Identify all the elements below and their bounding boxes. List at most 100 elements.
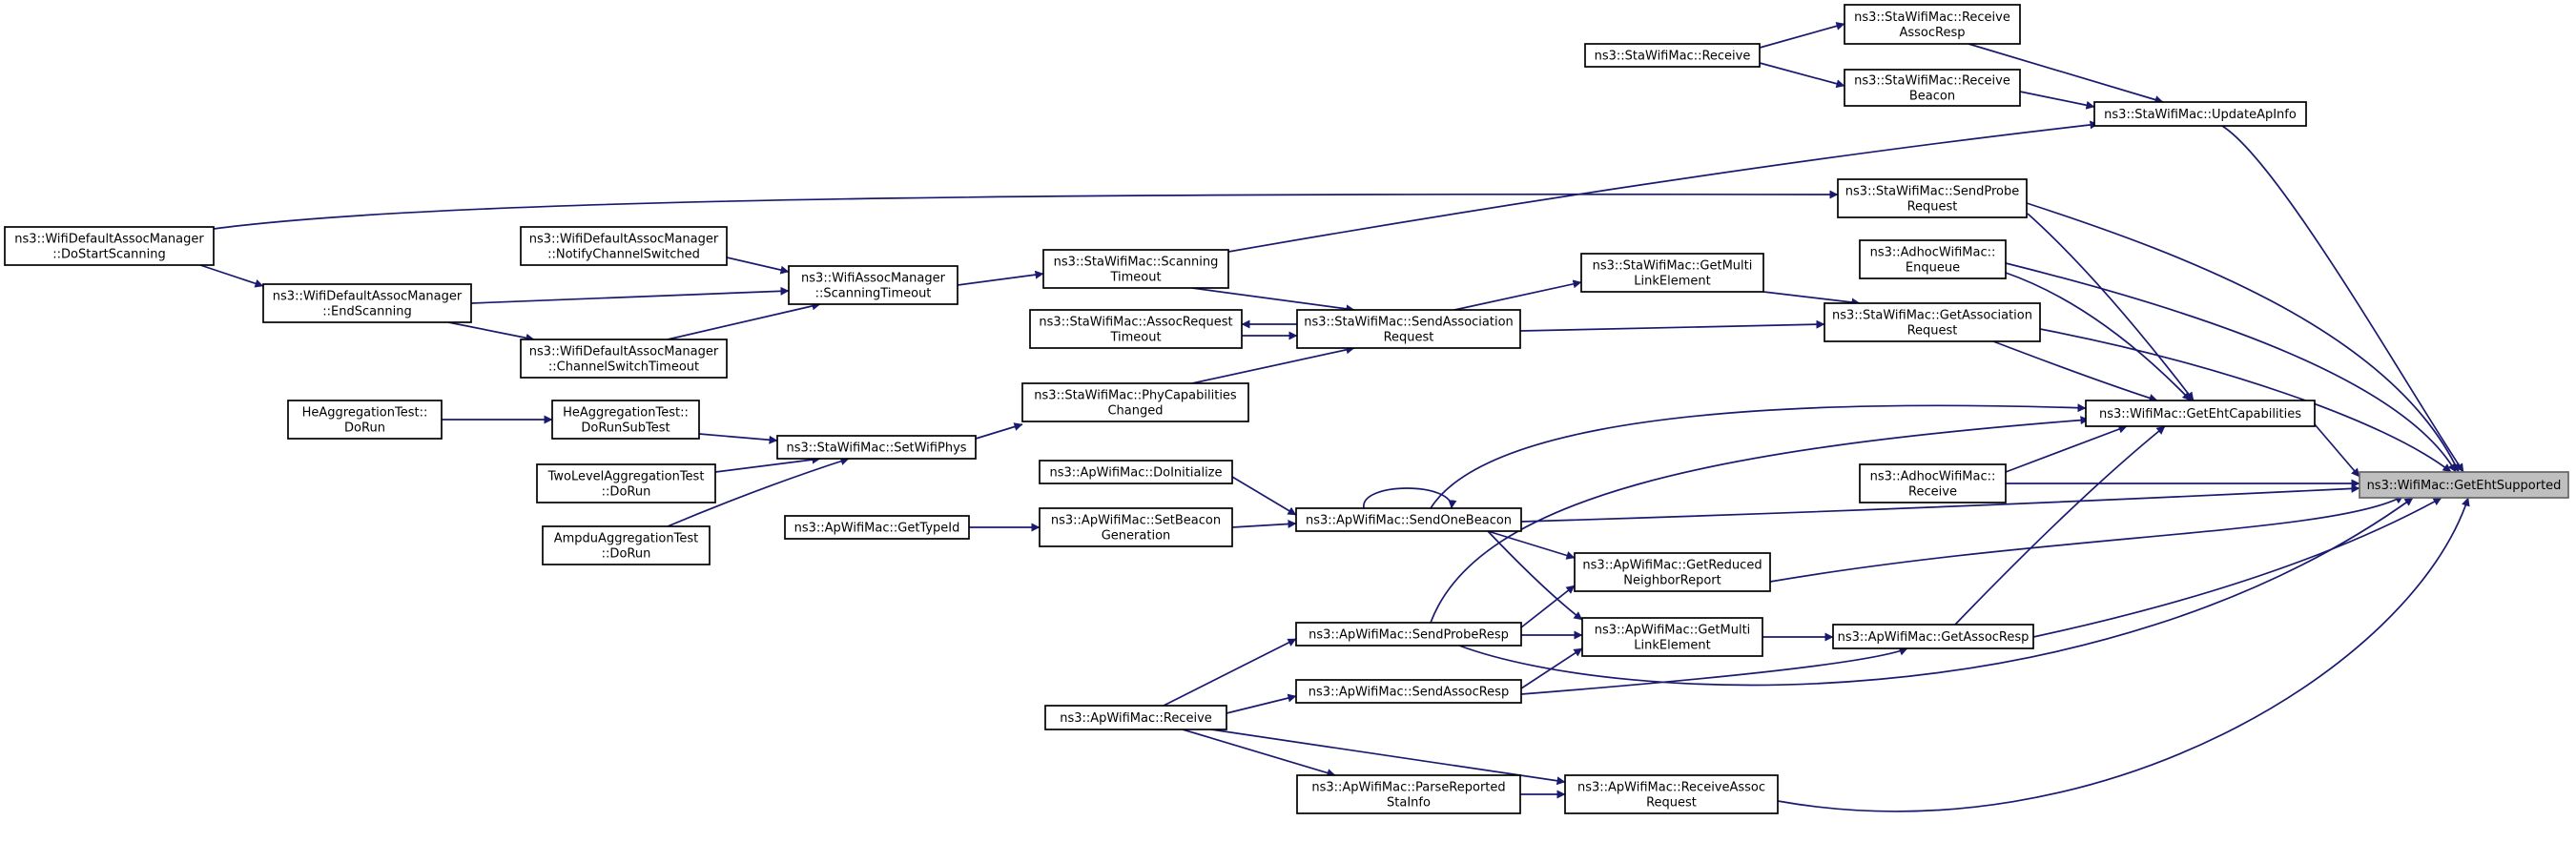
call-edge xyxy=(2027,213,2195,401)
node-ap-receive[interactable]: ns3::ApWifiMac::Receive xyxy=(1044,705,1227,730)
node-two-level-aggregation-do-run[interactable]: TwoLevelAggregationTest::DoRun xyxy=(536,463,716,503)
node-box xyxy=(2085,400,2316,427)
node-label: ns3::ApWifiMac::SendOneBeacon xyxy=(1306,514,1512,528)
node-adhoc-receive[interactable]: ns3::AdhocWifiMac::Receive xyxy=(1859,463,2007,503)
call-edge xyxy=(1191,287,1355,314)
node-label: TwoLevelAggregationTest xyxy=(547,470,705,484)
node-label: Receive xyxy=(1908,485,1957,500)
node-ampdu-aggregation-do-run[interactable]: AmpduAggregationTest::DoRun xyxy=(542,525,711,565)
node-label: ns3::ApWifiMac::ReceiveAssoc xyxy=(1577,781,1765,795)
node-label: ::ScanningTimeout xyxy=(815,287,932,301)
node-label: ns3::AdhocWifiMac:: xyxy=(1870,470,1996,484)
node-adhoc-enqueue[interactable]: ns3::AdhocWifiMac::Enqueue xyxy=(1859,239,2007,279)
node-box xyxy=(1580,253,1764,293)
node-ap-send-probe-resp[interactable]: ns3::ApWifiMac::SendProbeResp xyxy=(1295,622,1522,647)
node-box xyxy=(1044,705,1227,730)
node-sta-receive[interactable]: ns3::StaWifiMac::Receive xyxy=(1584,43,1761,68)
node-box xyxy=(4,226,215,266)
node-assoc-manager-scanning-timeout[interactable]: ns3::WifiAssocManager::ScanningTimeout xyxy=(788,265,958,305)
call-edge xyxy=(2032,497,2442,638)
call-edge xyxy=(1520,585,1576,628)
node-label: ns3::StaWifiMac::Receive xyxy=(1854,74,2010,89)
node-box xyxy=(1859,463,2007,503)
node-box xyxy=(536,463,716,503)
node-label: LinkElement xyxy=(1634,639,1710,653)
node-root[interactable]: ns3::WifiMac::GetEhtSupported xyxy=(2359,471,2569,499)
node-box xyxy=(2359,471,2569,499)
node-box xyxy=(1042,249,1229,289)
node-ap-send-assoc-resp[interactable]: ns3::ApWifiMac::SendAssocResp xyxy=(1295,679,1522,704)
node-label: DoRunSubTest xyxy=(581,421,670,436)
node-label: ::DoRun xyxy=(602,547,651,562)
node-label: ns3::ApWifiMac::GetReduced xyxy=(1582,559,1762,573)
call-edge xyxy=(1430,416,2090,624)
node-assoc-do-start-scanning[interactable]: ns3::WifiDefaultAssocManager::DoStartSca… xyxy=(4,226,215,266)
node-label: AssocResp xyxy=(1899,26,1965,40)
call-edge xyxy=(1759,62,1845,89)
node-label: ns3::ApWifiMac::GetAssocResp xyxy=(1838,630,2030,645)
node-sta-update-apinfo[interactable]: ns3::StaWifiMac::UpdateApInfo xyxy=(2093,101,2307,127)
call-edge xyxy=(667,457,850,527)
node-label: ::NotifyChannelSwitched xyxy=(547,248,700,262)
node-box xyxy=(1584,43,1761,68)
node-label: ns3::ApWifiMac::GetTypeId xyxy=(794,522,960,536)
node-ap-get-type-id[interactable]: ns3::ApWifiMac::GetTypeId xyxy=(784,515,970,540)
node-label: Request xyxy=(1646,796,1697,811)
node-label: ::EndScanning xyxy=(322,305,411,319)
node-box xyxy=(262,283,472,323)
node-label: Timeout xyxy=(1109,271,1161,285)
node-wifimac-get-eht-capabilities[interactable]: ns3::WifiMac::GetEhtCapabilities xyxy=(2085,400,2316,427)
call-edge xyxy=(1954,425,2166,626)
node-box xyxy=(542,525,711,565)
node-label: ns3::StaWifiMac::Scanning xyxy=(1054,256,1219,270)
node-box xyxy=(1021,382,1249,422)
call-edge xyxy=(698,433,778,444)
node-sta-scanning-timeout[interactable]: ns3::StaWifiMac::ScanningTimeout xyxy=(1042,249,1229,289)
call-edge xyxy=(1231,520,1297,529)
node-box xyxy=(1837,178,2028,218)
node-assoc-notify-channel-switched[interactable]: ns3::WifiDefaultAssocManager::NotifyChan… xyxy=(520,226,728,266)
node-ap-do-initialize[interactable]: ns3::ApWifiMac::DoInitialize xyxy=(1039,460,1233,484)
call-edge xyxy=(1363,487,1457,509)
node-label: ns3::ApWifiMac::SetBeacon xyxy=(1051,514,1221,528)
node-label: ns3::StaWifiMac::UpdateApInfo xyxy=(2104,108,2297,122)
node-he-aggregation-do-run[interactable]: HeAggregationTest::DoRun xyxy=(287,400,443,440)
node-box xyxy=(1039,460,1233,484)
node-box xyxy=(1295,622,1522,647)
call-edge xyxy=(447,321,535,342)
node-box xyxy=(520,339,728,379)
node-box xyxy=(551,400,700,440)
node-label: ns3::WifiAssocManager xyxy=(801,272,946,286)
node-box xyxy=(1296,309,1521,349)
node-sta-set-wifi-phys[interactable]: ns3::StaWifiMac::SetWifiPhys xyxy=(776,435,977,460)
node-box xyxy=(1296,774,1521,814)
node-label: HeAggregationTest:: xyxy=(563,406,689,421)
node-label: ns3::WifiDefaultAssocManager xyxy=(14,233,204,247)
call-edge xyxy=(1769,495,2404,583)
node-box xyxy=(1039,507,1233,547)
call-edge xyxy=(667,301,821,340)
node-he-aggregation-do-run-subtest[interactable]: HeAggregationTest::DoRunSubTest xyxy=(551,400,700,440)
call-edge xyxy=(2005,272,2192,401)
node-assoc-channel-switch-timeout[interactable]: ns3::WifiDefaultAssocManager::ChannelSwi… xyxy=(520,339,728,379)
node-box xyxy=(1564,774,1779,814)
node-label: ns3::WifiDefaultAssocManager xyxy=(273,290,463,304)
node-ap-get-assoc-resp[interactable]: ns3::ApWifiMac::GetAssocResp xyxy=(1832,624,2034,649)
node-assoc-end-scanning[interactable]: ns3::WifiDefaultAssocManager::EndScannin… xyxy=(262,283,472,323)
node-ap-send-one-beacon[interactable]: ns3::ApWifiMac::SendOneBeacon xyxy=(1295,507,1522,532)
node-box xyxy=(1824,302,2041,342)
node-label: ns3::StaWifiMac::AssocRequest xyxy=(1039,316,1232,330)
